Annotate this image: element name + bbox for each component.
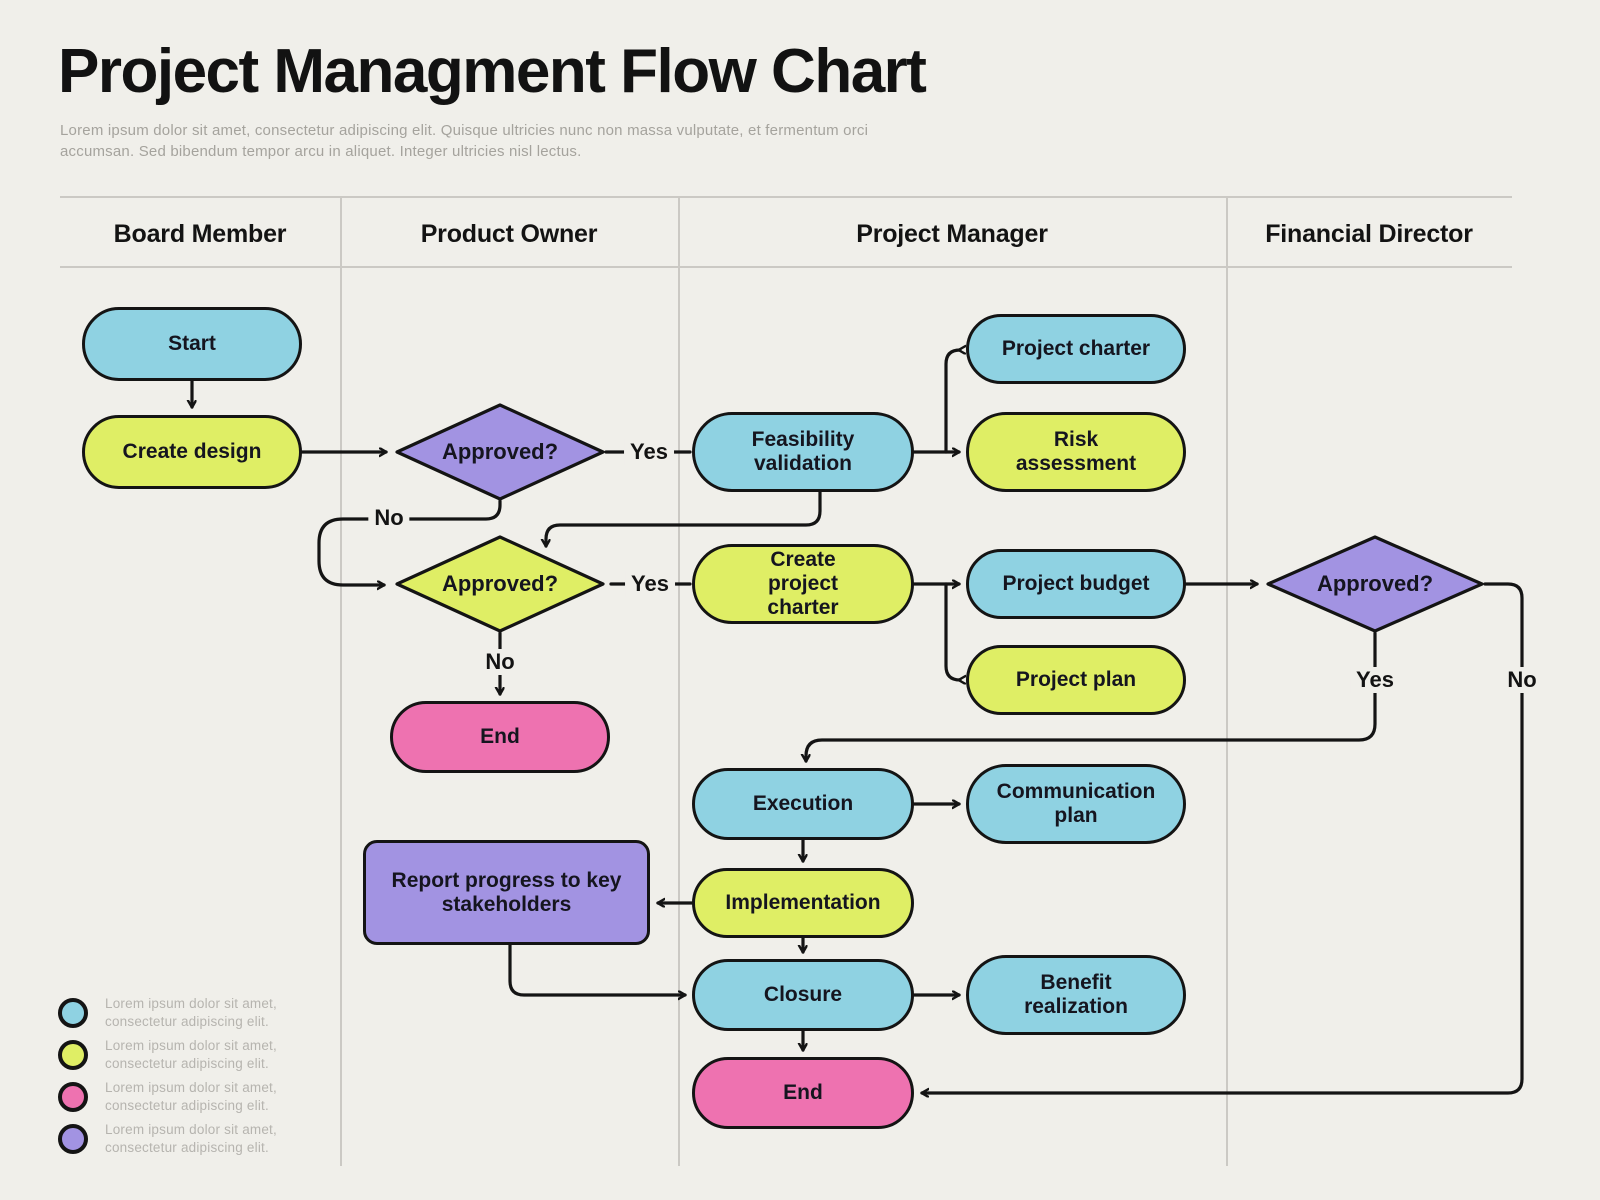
legend-dot-purple-icon (58, 1124, 88, 1154)
legend-text-pink: Lorem ipsum dolor sit amet, consectetur … (105, 1080, 277, 1113)
node-approved-2-label: Approved? (441, 571, 559, 596)
legend-item-green: Lorem ipsum dolor sit amet, consectetur … (58, 1037, 301, 1073)
legend-text-green: Lorem ipsum dolor sit amet, consectetur … (105, 1038, 277, 1071)
node-create-project-charter: Create project charter (692, 544, 914, 624)
node-create-design-label: Create design (122, 440, 262, 464)
legend-item-pink: Lorem ipsum dolor sit amet, consectetur … (58, 1079, 301, 1115)
node-report-progress: Report progress to key stakeholders (363, 840, 650, 945)
node-create-project-charter-label: Create project charter (767, 548, 839, 619)
node-communication-plan-label: Communication plan (996, 780, 1156, 827)
node-implementation-label: Implementation (725, 891, 881, 915)
subtitle-line-2: accumsan. Sed bibendum tempor arcu in al… (60, 142, 582, 160)
subtitle-line-1: Lorem ipsum dolor sit amet, consectetur … (60, 122, 869, 139)
node-start: Start (82, 307, 302, 381)
node-approved-2: Approved? (394, 535, 606, 633)
edge-feasibility-to-project-charter (944, 350, 960, 454)
lane-divider-3 (1226, 196, 1228, 1166)
legend-dot-green-icon (58, 1040, 88, 1070)
node-project-charter: Project charter (966, 314, 1186, 384)
diamond-shape (1266, 535, 1484, 633)
lane-board-member: Board Member (113, 219, 287, 248)
node-closure: Closure (692, 959, 914, 1031)
node-end-2-label: End (783, 1081, 823, 1105)
diamond-shape (395, 535, 605, 633)
node-benefit-realization: Benefit realization (966, 955, 1186, 1035)
node-start-label: Start (168, 332, 216, 356)
node-implementation: Implementation (692, 868, 914, 938)
node-end-1: End (390, 701, 610, 773)
node-approved-1-label: Approved? (441, 439, 559, 464)
lane-divider-1 (340, 196, 342, 1166)
node-risk-assessment: Risk assessment (966, 412, 1186, 492)
legend-dot-pink-icon (58, 1082, 88, 1112)
legend-text-blue: Lorem ipsum dolor sit amet, consectetur … (105, 996, 277, 1029)
diamond-shape (395, 403, 605, 501)
lane-header-top-rule (60, 196, 1512, 198)
node-end-1-label: End (480, 725, 520, 749)
lane-financial-director: Financial Director (1265, 219, 1473, 248)
node-closure-label: Closure (763, 983, 843, 1007)
node-feasibility-validation: Feasibility validation (692, 412, 914, 492)
node-end-2: End (692, 1057, 914, 1129)
lane-project-manager: Project Manager (856, 219, 1048, 248)
legend-dot-blue-icon (58, 998, 88, 1028)
legend-item-blue: Lorem ipsum dolor sit amet, consectetur … (58, 995, 301, 1031)
node-project-charter-label: Project charter (1001, 337, 1151, 361)
node-execution-label: Execution (752, 792, 854, 816)
node-create-design: Create design (82, 415, 302, 489)
node-feasibility-validation-label: Feasibility validation (751, 428, 855, 475)
edge-label-approved1-yes: Yes (624, 439, 674, 465)
lane-divider-2 (678, 196, 680, 1166)
node-communication-plan: Communication plan (966, 764, 1186, 844)
edge-label-approved2-yes: Yes (625, 571, 675, 597)
node-report-progress-label: Report progress to key stakeholders (391, 868, 622, 916)
node-approved-1: Approved? (394, 403, 606, 501)
page-title: Project Managment Flow Chart (58, 37, 927, 106)
lane-product-owner: Product Owner (420, 219, 598, 248)
node-project-plan: Project plan (966, 645, 1186, 715)
edge-label-approved2-no: No (479, 649, 521, 675)
node-project-plan-label: Project plan (1015, 668, 1137, 692)
node-execution: Execution (692, 768, 914, 840)
edge-label-approved3-no: No (1501, 667, 1543, 693)
node-benefit-realization-label: Benefit realization (1024, 971, 1128, 1018)
legend-text-purple: Lorem ipsum dolor sit amet, consectetur … (105, 1122, 277, 1155)
page-subtitle: Lorem ipsum dolor sit amet, consectetur … (60, 121, 868, 162)
node-approved-3: Approved? (1265, 535, 1485, 633)
node-project-budget: Project budget (966, 549, 1186, 619)
node-project-budget-label: Project budget (1002, 572, 1150, 596)
node-approved-3-label: Approved? (1316, 571, 1434, 596)
edge-report-progress-to-closure (508, 943, 685, 995)
edge-cpc-to-project-plan (944, 582, 960, 680)
edge-label-approved1-no: No (368, 505, 410, 531)
legend-item-purple: Lorem ipsum dolor sit amet, consectetur … (58, 1121, 301, 1157)
lane-header-bottom-rule (60, 266, 1512, 268)
node-risk-assessment-label: Risk assessment (1015, 428, 1137, 475)
edge-label-approved3-yes: Yes (1350, 667, 1400, 693)
